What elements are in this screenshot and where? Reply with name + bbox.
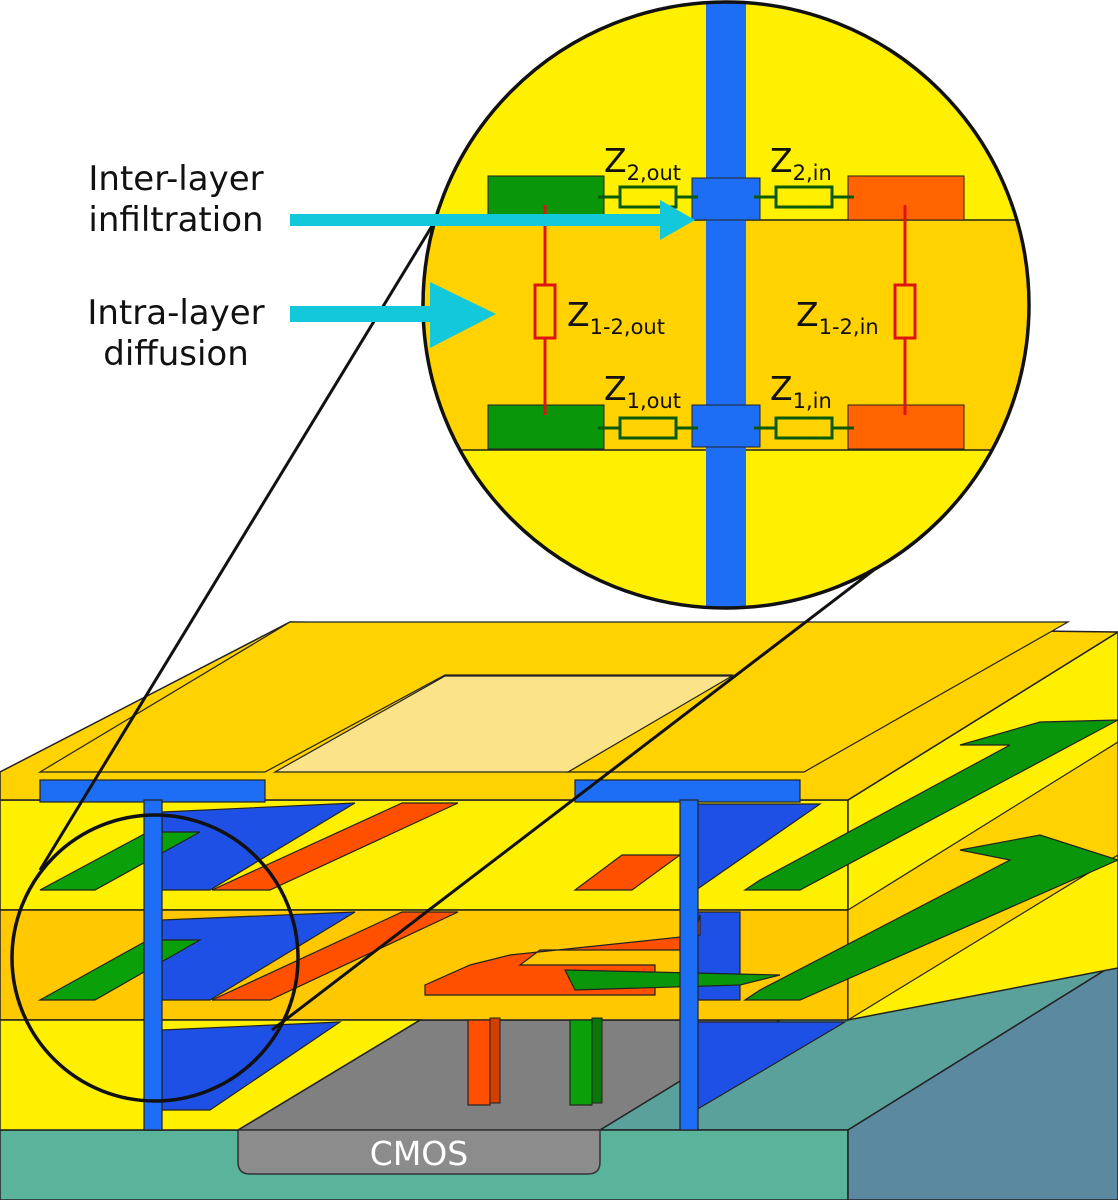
orange-pillar-side — [489, 1017, 501, 1104]
orange-pillar — [467, 1019, 491, 1106]
zoom-circle — [423, 2, 1029, 608]
zoom-via-pad-lower — [691, 404, 761, 448]
cmos-label: CMOS — [370, 1134, 468, 1173]
zoom-circle-outline — [421, 0, 1031, 610]
orange-strip-l3 — [211, 802, 459, 891]
inter-layer-label-2: infiltration — [88, 200, 263, 240]
zoom-via — [706, 2, 746, 608]
via-right — [679, 799, 699, 1131]
resistor-z2-in — [754, 185, 854, 209]
zoom-via-pad-upper — [691, 177, 761, 221]
zoom-line-left — [38, 179, 462, 871]
label-z1-in: Z1,in — [770, 369, 832, 413]
resistor-z2-out — [598, 185, 698, 209]
label-z1-out: Z1,out — [604, 369, 681, 413]
intra-layer-label-2: diffusion — [103, 334, 249, 374]
intra-layer-label-1: Intra-layer — [87, 293, 264, 333]
resistor-z1-out — [598, 416, 698, 440]
resistor-z12-in — [893, 205, 917, 415]
green-pillar-side — [591, 1017, 603, 1104]
zoom-line-right — [271, 525, 931, 1032]
green-coil-mid — [564, 969, 781, 991]
small-highlight-circle — [10, 813, 300, 1103]
green-coil-l3 — [743, 719, 1118, 891]
intra-layer-arrow — [290, 282, 496, 348]
cmos-block — [237, 1129, 601, 1175]
label-z2-in: Z2,in — [770, 141, 832, 185]
label-z12-out: Z1-2,out — [567, 295, 665, 339]
inter-layer-label-1: Inter-layer — [88, 159, 263, 199]
inter-layer-arrow — [290, 200, 695, 240]
top-recess-inner — [272, 675, 735, 773]
via-left — [143, 799, 163, 1131]
substrate-side — [847, 961, 1118, 1200]
resistor-z1-in — [754, 416, 854, 440]
green-coil-l2 — [743, 834, 1118, 1001]
top-pad-right — [574, 779, 801, 803]
chip-stack: CMOS — [0, 621, 1118, 1200]
label-z2-out: Z2,out — [604, 141, 681, 185]
green-pillar — [569, 1019, 593, 1106]
label-z12-in: Z1-2,in — [796, 295, 879, 339]
blue-plane-l2-b — [695, 911, 741, 1001]
top-pad-left — [39, 779, 266, 803]
